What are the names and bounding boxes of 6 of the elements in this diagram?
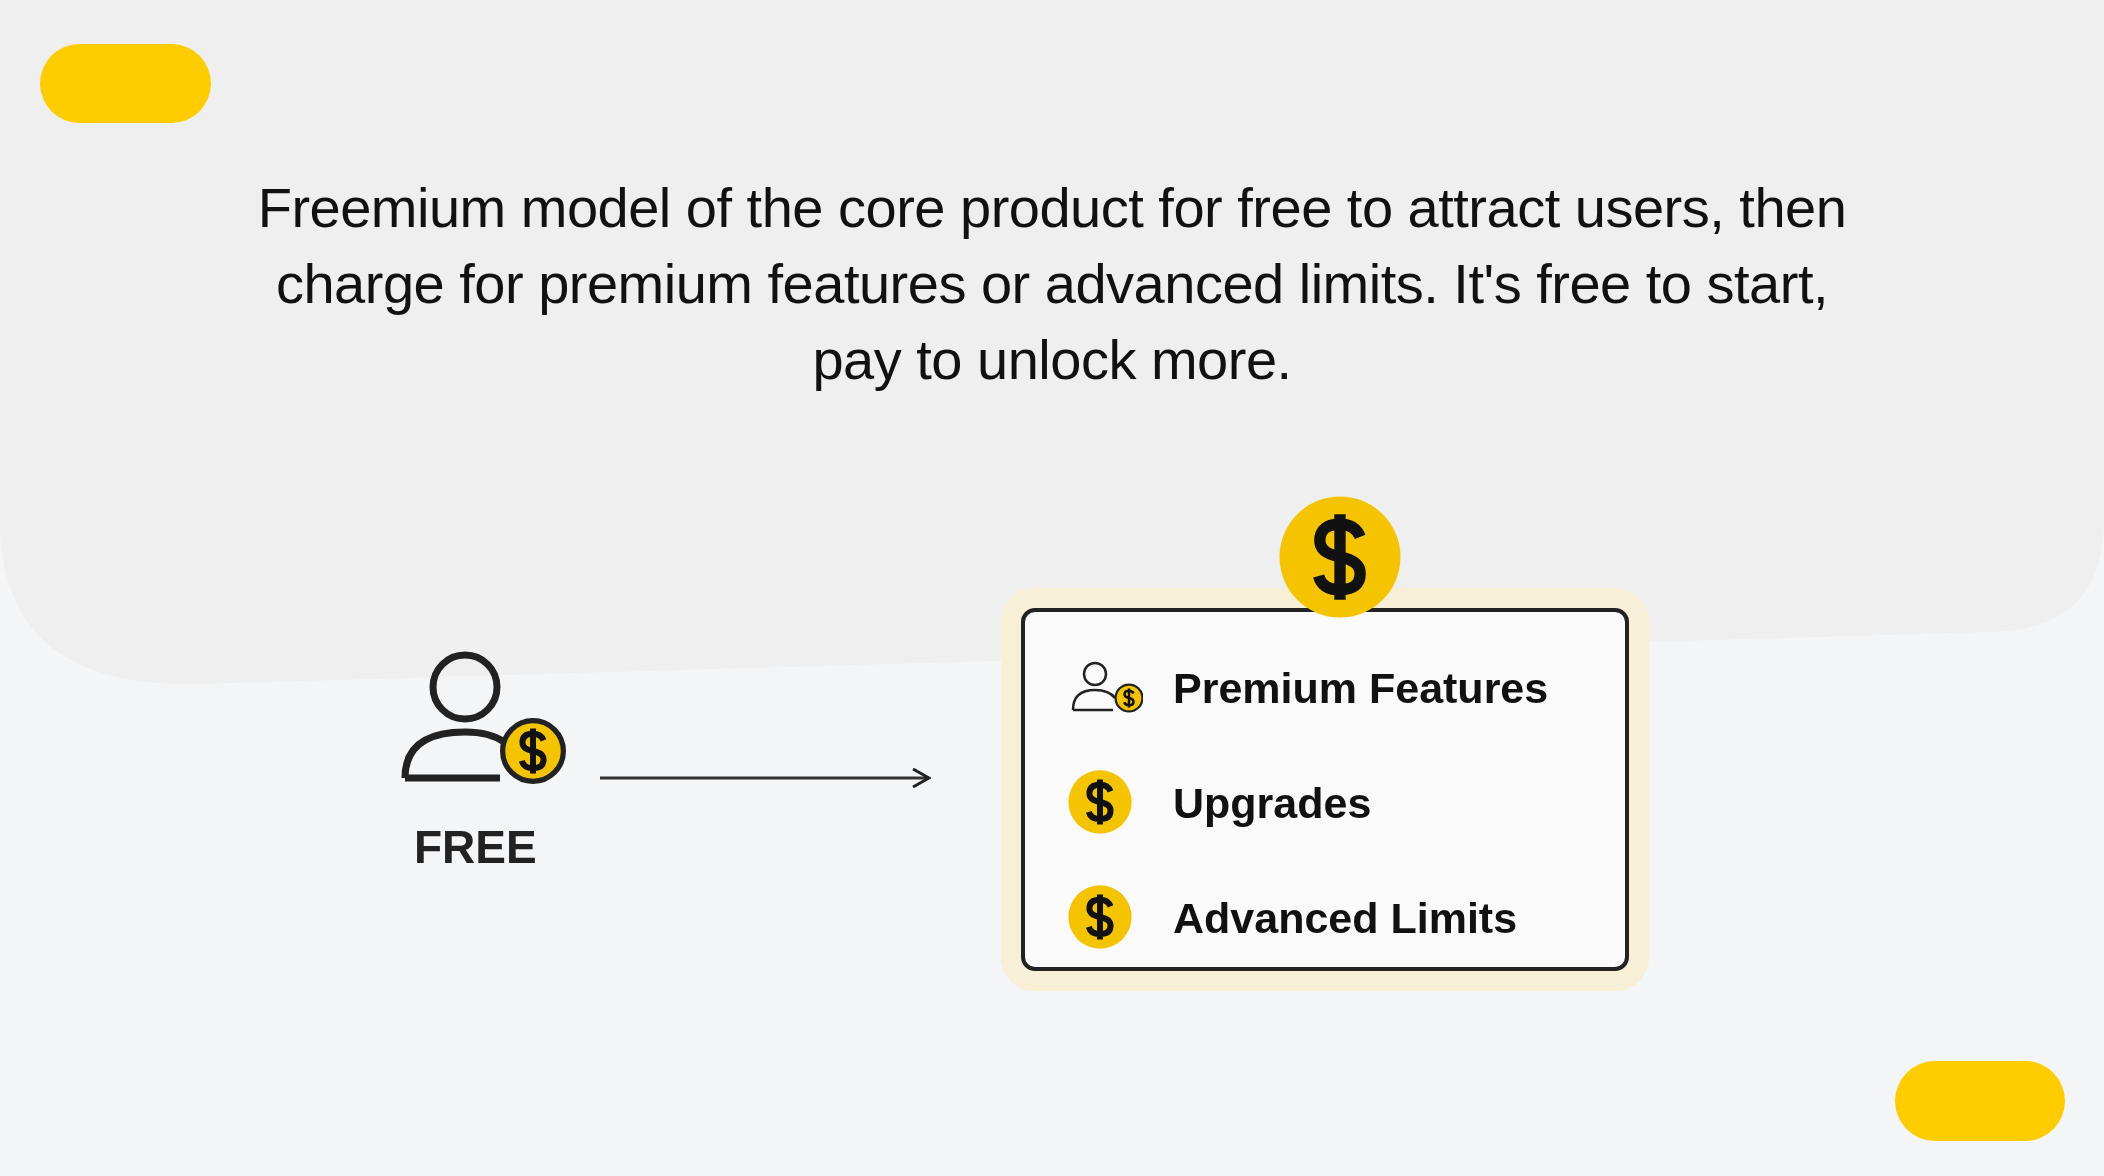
feature-label: Upgrades — [1173, 779, 1372, 828]
feature-label: Premium Features — [1173, 664, 1549, 713]
feature-label: Advanced Limits — [1173, 894, 1518, 943]
title: Freemium model of the core product for free to attract users, then charge for premium features or advanced limits. It's free to start, pay to unlock more. — [256, 175, 1848, 393]
node-label: FREE — [414, 820, 537, 874]
arrow — [600, 767, 931, 789]
